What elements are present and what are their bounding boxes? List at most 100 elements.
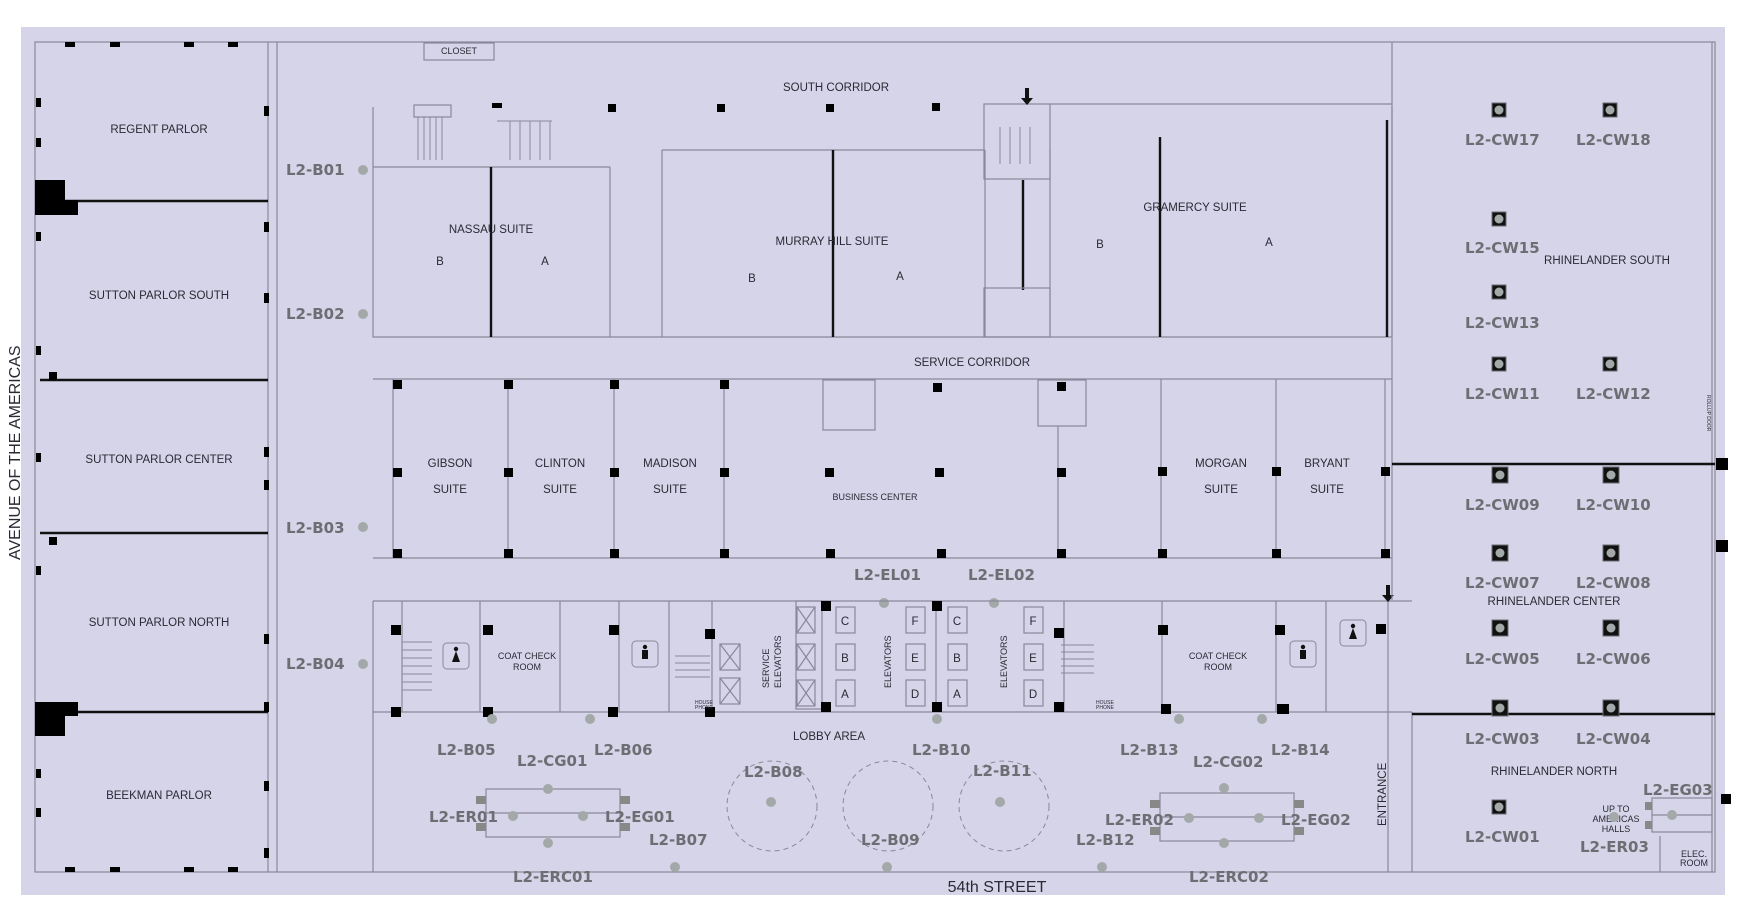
elevator-car-d[interactable]: D (911, 689, 919, 701)
pin-cw01[interactable] (1491, 799, 1507, 815)
pin-erc02[interactable] (1219, 838, 1229, 848)
room-lobby-area[interactable]: LOBBY AREA (793, 731, 865, 743)
pin-label-eg01[interactable]: L2-EG01 (605, 808, 675, 826)
pin-label-b07[interactable]: L2-B07 (649, 831, 708, 849)
room-coat-check-left-line2[interactable]: ROOM (513, 662, 541, 672)
room-morgan-suite-line1[interactable]: MORGAN (1195, 458, 1247, 470)
pin-label-cw08[interactable]: L2-CW08 (1576, 574, 1651, 592)
pin-eg01[interactable] (578, 811, 588, 821)
pin-b05[interactable] (487, 714, 497, 724)
pin-b12[interactable] (1097, 862, 1107, 872)
gramercy-section-a[interactable]: A (1265, 237, 1273, 249)
pin-cw12[interactable] (1602, 356, 1618, 372)
pin-label-er03[interactable]: L2-ER03 (1580, 838, 1649, 856)
pin-cw04[interactable] (1602, 699, 1620, 717)
pin-cg01[interactable] (543, 784, 553, 794)
pin-label-b01[interactable]: L2-B01 (286, 161, 345, 179)
room-coat-check-right-line2[interactable]: ROOM (1204, 662, 1232, 672)
room-rhinelander-north[interactable]: RHINELANDER NORTH (1491, 766, 1617, 778)
room-bryant-suite-line1[interactable]: BRYANT (1304, 458, 1350, 470)
pin-label-cw06[interactable]: L2-CW06 (1576, 650, 1651, 668)
pin-label-cw15[interactable]: L2-CW15 (1465, 239, 1540, 257)
elevator-car-b[interactable]: B (953, 653, 961, 665)
room-morgan-suite-line2[interactable]: SUITE (1204, 484, 1238, 496)
elevator-car-f[interactable]: F (911, 616, 918, 628)
pin-cw05[interactable] (1491, 619, 1509, 637)
pin-label-cw18[interactable]: L2-CW18 (1576, 131, 1651, 149)
room-coat-check-right-line1[interactable]: COAT CHECK (1189, 651, 1247, 661)
room-clinton-suite-line2[interactable]: SUITE (543, 484, 577, 496)
pin-b04[interactable] (358, 659, 368, 669)
pin-label-cw07[interactable]: L2-CW07 (1465, 574, 1540, 592)
pin-cw08[interactable] (1602, 544, 1620, 562)
room-rhinelander-south[interactable]: RHINELANDER SOUTH (1544, 255, 1670, 267)
pin-label-b13[interactable]: L2-B13 (1120, 741, 1179, 759)
pin-cw03[interactable] (1491, 699, 1509, 717)
pin-b02[interactable] (358, 309, 368, 319)
pin-cw06[interactable] (1602, 619, 1620, 637)
elevator-car-a[interactable]: A (841, 689, 849, 701)
room-bryant-suite-line2[interactable]: SUITE (1310, 484, 1344, 496)
pin-cw15[interactable] (1491, 211, 1507, 227)
room-sutton-parlor-north[interactable]: SUTTON PARLOR NORTH (89, 617, 230, 629)
nassau-section-b[interactable]: B (436, 256, 444, 268)
room-gramercy-suite[interactable]: GRAMERCY SUITE (1143, 202, 1247, 214)
room-coat-check-left-line1[interactable]: COAT CHECK (498, 651, 556, 661)
room-beekman-parlor[interactable]: BEEKMAN PARLOR (106, 790, 212, 802)
pin-label-er01[interactable]: L2-ER01 (429, 808, 498, 826)
pin-label-b03[interactable]: L2-B03 (286, 519, 345, 537)
pin-label-cw05[interactable]: L2-CW05 (1465, 650, 1540, 668)
pin-label-el01[interactable]: L2-EL01 (854, 566, 921, 584)
elevator-car-c[interactable]: C (841, 616, 849, 628)
pin-label-cw03[interactable]: L2-CW03 (1465, 730, 1540, 748)
pin-cg02[interactable] (1219, 783, 1229, 793)
pin-b01[interactable] (358, 165, 368, 175)
room-rhinelander-center[interactable]: RHINELANDER CENTER (1488, 596, 1621, 608)
murray-hill-section-b[interactable]: B (748, 273, 756, 285)
pin-label-erc02[interactable]: L2-ERC02 (1189, 868, 1269, 886)
nassau-section-a[interactable]: A (541, 256, 549, 268)
pin-b09[interactable] (882, 862, 892, 872)
pin-label-b10[interactable]: L2-B10 (912, 741, 971, 759)
pin-b13[interactable] (1174, 714, 1184, 724)
pin-label-b11[interactable]: L2-B11 (973, 762, 1032, 780)
pin-b03[interactable] (358, 522, 368, 532)
room-business-center[interactable]: BUSINESS CENTER (832, 492, 918, 502)
room-sutton-parlor-center[interactable]: SUTTON PARLOR CENTER (85, 454, 232, 466)
pin-cw10[interactable] (1602, 466, 1620, 484)
pin-label-eg02[interactable]: L2-EG02 (1281, 811, 1351, 829)
room-clinton-suite-line1[interactable]: CLINTON (535, 458, 585, 470)
pin-label-er02[interactable]: L2-ER02 (1105, 811, 1174, 829)
pin-b07[interactable] (670, 862, 680, 872)
pin-er01[interactable] (508, 811, 518, 821)
room-closet[interactable]: CLOSET (441, 46, 478, 56)
pin-er02[interactable] (1184, 813, 1194, 823)
pin-label-cw13[interactable]: L2-CW13 (1465, 314, 1540, 332)
murray-hill-section-a[interactable]: A (896, 271, 904, 283)
pin-b14[interactable] (1257, 714, 1267, 724)
elevator-car-e[interactable]: E (1029, 653, 1037, 665)
pin-label-eg03[interactable]: L2-EG03 (1643, 781, 1713, 799)
pin-label-cw12[interactable]: L2-CW12 (1576, 385, 1651, 403)
room-gibson-suite-line1[interactable]: GIBSON (428, 458, 473, 470)
gramercy-section-b[interactable]: B (1096, 239, 1104, 251)
elevator-car-e[interactable]: E (911, 653, 919, 665)
pin-label-cw01[interactable]: L2-CW01 (1465, 828, 1540, 846)
pin-label-b05[interactable]: L2-B05 (437, 741, 496, 759)
pin-eg03[interactable] (1667, 810, 1677, 820)
pin-el01[interactable] (879, 598, 889, 608)
pin-label-b08[interactable]: L2-B08 (744, 763, 803, 781)
pin-cw17[interactable] (1491, 102, 1507, 118)
elevator-car-f[interactable]: F (1029, 616, 1036, 628)
pin-cw18[interactable] (1602, 102, 1618, 118)
pin-b06[interactable] (585, 714, 595, 724)
pin-label-b04[interactable]: L2-B04 (286, 655, 345, 673)
pin-b08[interactable] (766, 797, 776, 807)
pin-label-cg01[interactable]: L2-CG01 (517, 752, 587, 770)
room-service-corridor[interactable]: SERVICE CORRIDOR (914, 357, 1030, 369)
room-madison-suite-line1[interactable]: MADISON (643, 458, 697, 470)
pin-label-b02[interactable]: L2-B02 (286, 305, 345, 323)
pin-label-b09[interactable]: L2-B09 (861, 831, 920, 849)
elevator-car-c[interactable]: C (953, 616, 961, 628)
pin-cw13[interactable] (1491, 284, 1507, 300)
